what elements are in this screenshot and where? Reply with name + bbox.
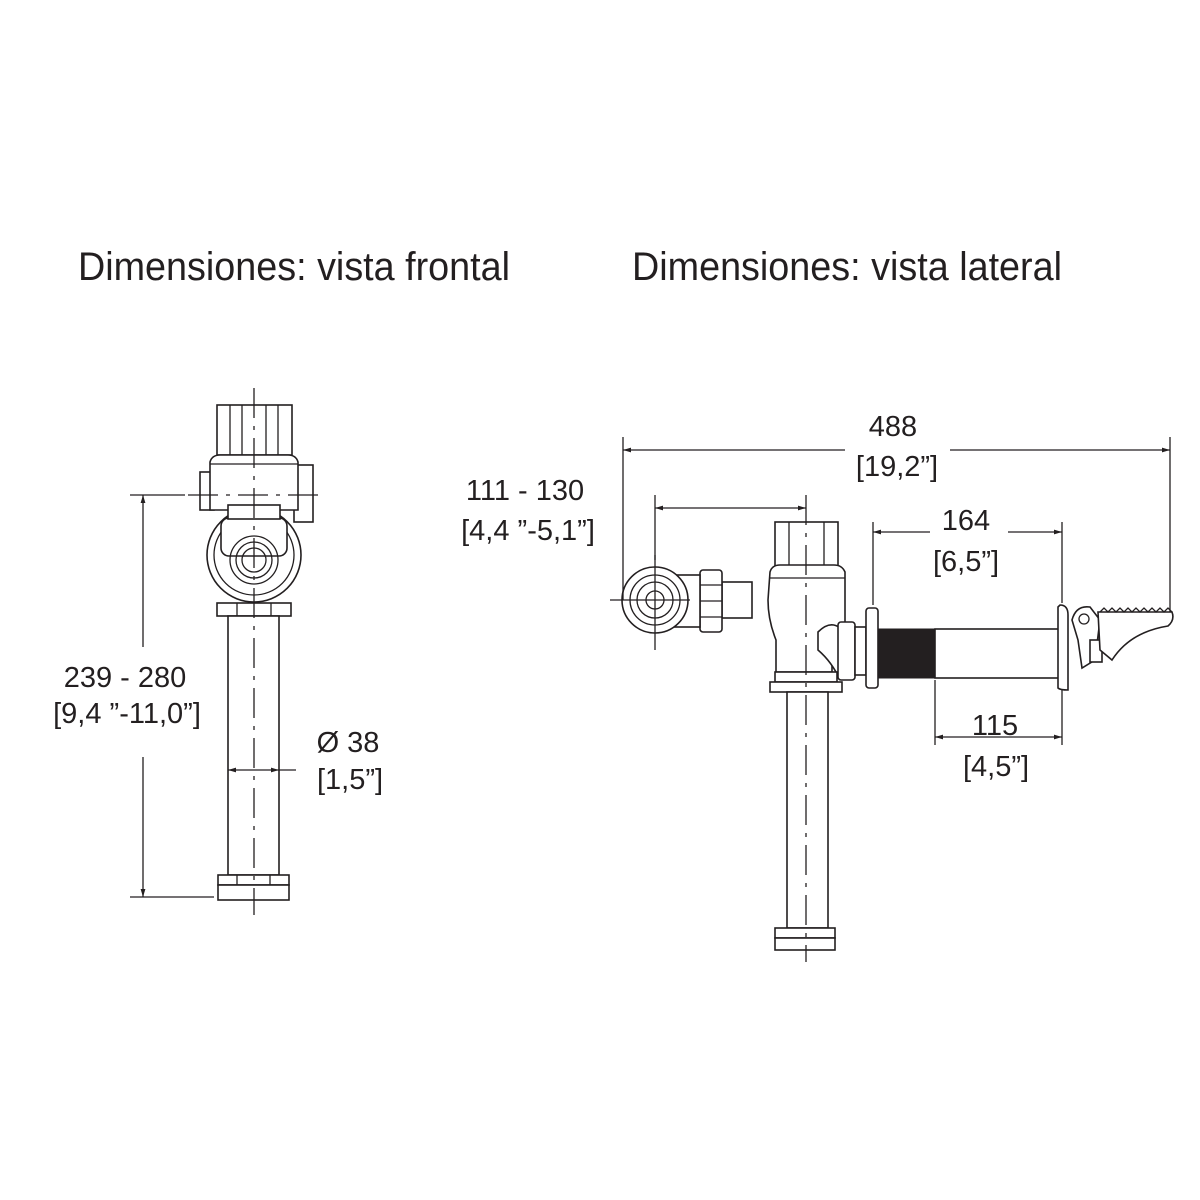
diameter-in: [1,5”] — [317, 764, 383, 796]
front-height-dimension — [130, 494, 214, 898]
handle-length-in: [6,5”] — [933, 546, 999, 578]
total-length-dimension — [622, 437, 1171, 612]
inlet-distance-in: [4,4 ”-5,1”] — [461, 515, 595, 547]
tube-length-in: [4,5”] — [963, 751, 1029, 783]
tube-length-mm: 115 — [972, 710, 1018, 742]
front-height-in: [9,4 ”-11,0”] — [53, 698, 201, 730]
handle-length-dimension — [872, 522, 1063, 605]
tube-length-dimension — [934, 680, 1063, 745]
side-view-valve — [610, 495, 1174, 962]
total-length-in: [19,2”] — [856, 451, 938, 483]
inlet-distance-mm: 111 - 130 — [466, 475, 584, 507]
front-height-mm: 239 - 280 — [64, 662, 187, 694]
front-view-title: Dimensiones: vista frontal — [78, 245, 510, 289]
total-length-mm: 488 — [869, 411, 917, 443]
inlet-distance-dimension — [654, 495, 806, 560]
handle-length-mm: 164 — [942, 505, 990, 537]
front-view-valve — [188, 388, 325, 915]
diameter-mm: Ø 38 — [317, 727, 380, 759]
side-view-title: Dimensiones: vista lateral — [632, 245, 1062, 289]
